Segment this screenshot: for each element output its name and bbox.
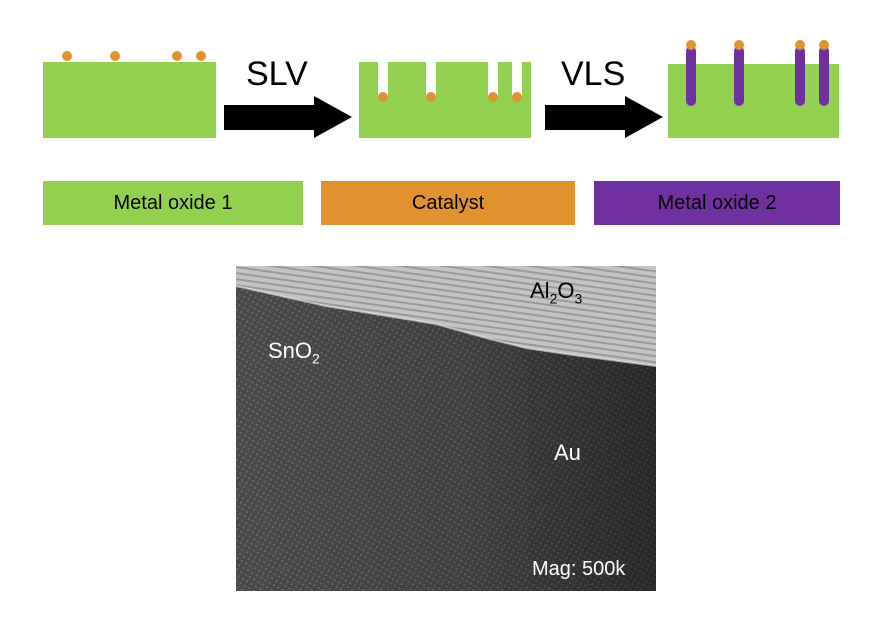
stage2-catalyst-dot	[488, 92, 498, 102]
legend-catalyst: Catalyst	[321, 181, 575, 225]
stage3-nanowire	[734, 46, 744, 106]
sno2-label-main: SnO	[268, 338, 313, 363]
magnification-label: Mag: 500k	[532, 558, 626, 580]
legend-metal-oxide-2-label: Metal oxide 2	[657, 191, 777, 214]
stage3-nanowire	[819, 46, 829, 106]
vls-arrow	[545, 96, 663, 138]
au-label: Au	[554, 440, 581, 465]
al2o3-label-sub2: 3	[574, 290, 583, 307]
legend-metal-oxide-2: Metal oxide 2	[594, 181, 840, 225]
al2o3-label-sub1: 2	[549, 290, 558, 307]
al2o3-label: Al2O3	[530, 278, 582, 306]
stage3-catalyst-tip	[686, 40, 696, 50]
legend-metal-oxide-1: Metal oxide 1	[43, 181, 303, 225]
tem-image	[236, 266, 656, 591]
sno2-label-sub: 2	[312, 350, 320, 367]
interface-line	[236, 285, 656, 367]
stage3-catalyst-tip	[795, 40, 805, 50]
slv-arrow	[224, 96, 352, 138]
stage1-catalyst-dot	[196, 51, 206, 61]
stage3-catalyst-tip	[819, 40, 829, 50]
stage2-catalyst-dot	[378, 92, 388, 102]
stage3-substrate	[668, 64, 839, 138]
stage3-catalyst-tip	[734, 40, 744, 50]
legend-metal-oxide-1-label: Metal oxide 1	[113, 191, 233, 214]
stage1-substrate	[43, 62, 216, 138]
legend-catalyst-label: Catalyst	[411, 191, 485, 214]
stage3-nanowire	[795, 46, 805, 106]
stage2-catalyst-dot	[426, 92, 436, 102]
stage1-catalyst-dot	[62, 51, 72, 61]
tem-micrograph: Al2O3 SnO2 Au Mag: 500k	[236, 266, 656, 591]
slv-label: SLV	[246, 55, 308, 93]
stage1-catalyst-dot	[172, 51, 182, 61]
al2o3-label-o: O	[557, 278, 575, 303]
stage3-nanowire	[686, 46, 696, 106]
stage2-substrate	[359, 62, 531, 138]
sno2-label: SnO2	[268, 338, 320, 366]
al2o3-label-al: Al	[530, 278, 550, 303]
crystal-shading	[236, 286, 656, 591]
vls-label: VLS	[561, 55, 626, 93]
stage1-catalyst-dot	[110, 51, 120, 61]
stage2-catalyst-dot	[512, 92, 522, 102]
